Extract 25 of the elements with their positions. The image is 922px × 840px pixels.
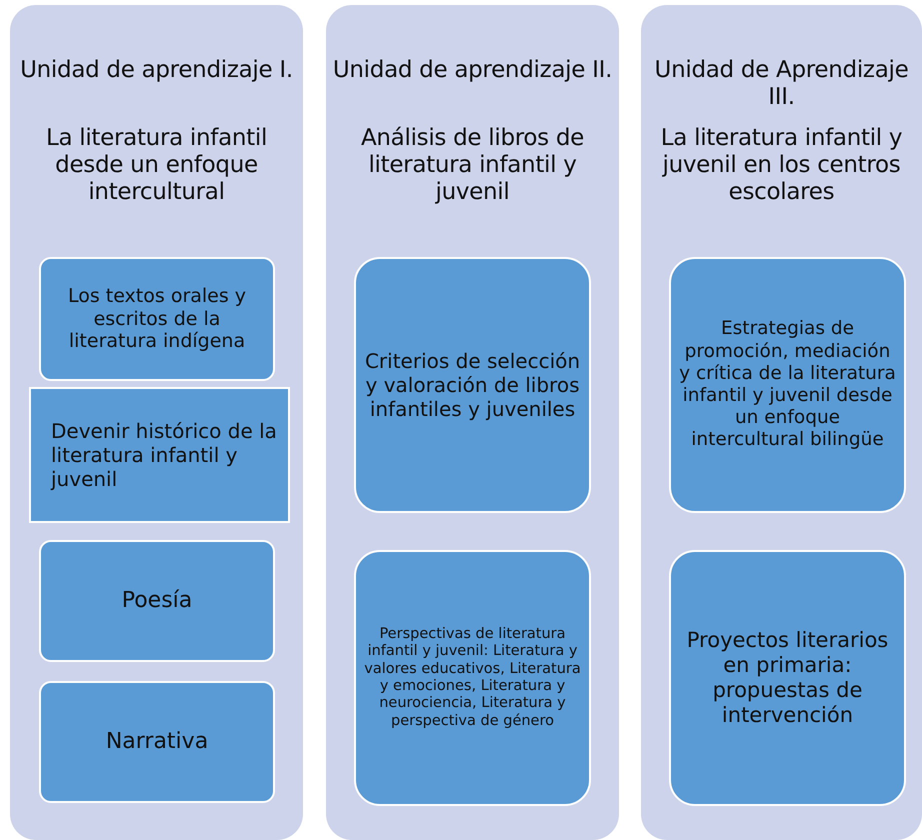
topic-box (669, 550, 906, 806)
topic-text: Los textos orales y escritos de la literatura indígena (66, 284, 248, 354)
topic-box (669, 257, 906, 513)
topic-text: Estrategias de promoción, mediación y crítica de la literatura infantil y juvenil desde un enfoque intercultural bilingüe (678, 318, 897, 452)
unit-column-panel (10, 5, 303, 840)
topic-box (29, 387, 290, 523)
unit-heading: Unidad de Aprendizaje III. (654, 57, 910, 111)
unit-column-panel (326, 5, 619, 840)
unit-title: La literatura infantil desde un enfoque intercultural (44, 125, 268, 206)
topic-text: Criterios de selección y valoración de libros infantiles y juveniles (364, 349, 582, 421)
topic-box (354, 550, 591, 806)
unit-title: Análisis de libros de literatura infantil y juvenil (360, 125, 586, 206)
topic-text: Devenir histórico de la literatura infantil y juvenil (50, 419, 278, 491)
topic-box (354, 257, 591, 513)
unit-heading: Unidad de aprendizaje II. (332, 57, 613, 84)
topic-box (39, 257, 275, 381)
topic-box (39, 681, 275, 803)
unit-heading: Unidad de aprendizaje I. (19, 57, 294, 84)
topic-text: Perspectivas de literatura infantil y juvenil: Literatura y valores educativos, Literatura y emociones, Literatura y neurociencia, Literatura y perspectiva de género (363, 626, 582, 730)
topic-text: Narrativa (106, 728, 208, 756)
topic-box (39, 540, 275, 662)
topic-text: Poesía (122, 588, 192, 614)
topic-text: Proyectos literarios en primaria: propuestas de intervención (686, 628, 890, 728)
unit-column-panel (641, 5, 922, 840)
unit-title: La literatura infantil y juvenil en los centros escolares (660, 125, 904, 206)
